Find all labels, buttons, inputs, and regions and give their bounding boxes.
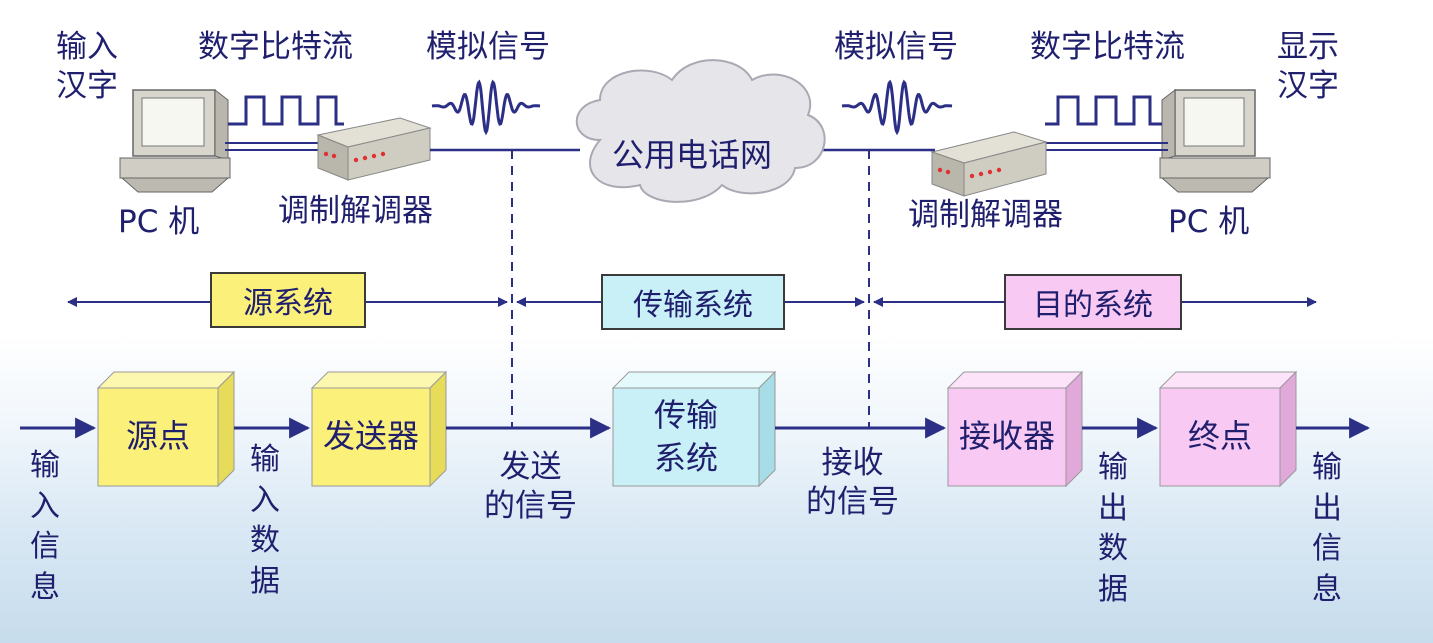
right-analog-signal-label: 模拟信号 <box>834 29 958 65</box>
left-pc-icon <box>119 88 231 193</box>
right-digital-wave <box>1045 95 1162 126</box>
transmitter-box-3d <box>310 370 448 488</box>
cloud-label: 公用电话网 <box>612 136 773 174</box>
output-data-label: 输出数据 <box>1098 450 1128 607</box>
end-point-label: 终点 <box>1187 417 1252 456</box>
right-modem-label: 调制解调器 <box>908 197 1063 233</box>
source-point-box-3d <box>96 370 236 488</box>
left-pc-label: PC 机 <box>118 204 200 240</box>
right-modem-icon <box>930 131 1048 197</box>
right-pc-icon <box>1159 88 1271 193</box>
input-hanzi-label: 输入 汉字 <box>56 29 118 104</box>
end-point-box-3d <box>1158 370 1298 488</box>
right-pc-cable <box>1045 142 1168 151</box>
right-digital-bitstream-label: 数字比特流 <box>1030 29 1185 65</box>
right-pc-label: PC 机 <box>1168 204 1250 240</box>
sent-signal-label: 发送 的信号 <box>484 449 577 524</box>
left-digital-bitstream-label: 数字比特流 <box>198 29 353 65</box>
transmission-system-box-3d <box>611 370 777 488</box>
transmitter-label: 发送器 <box>322 417 419 456</box>
transmission-system-tag: 传输系统 <box>601 274 785 330</box>
receiver-label: 接收器 <box>958 417 1055 456</box>
left-pc-cable <box>225 142 330 151</box>
display-hanzi-label: 显示 汉字 <box>1277 29 1339 104</box>
left-modem-icon <box>316 117 432 181</box>
left-analog-signal-label: 模拟信号 <box>426 29 550 65</box>
source-point-label: 源点 <box>125 417 190 456</box>
right-analog-wave <box>841 79 953 136</box>
receiver-box-3d <box>946 370 1084 488</box>
left-digital-wave <box>228 95 344 126</box>
public-telephone-network-cloud <box>575 59 826 203</box>
output-info-label: 输出信息 <box>1312 450 1342 607</box>
input-info-label: 输入信息 <box>30 448 60 605</box>
received-signal-label: 接收 的信号 <box>806 445 899 520</box>
transmission-system-label: 传输 系统 <box>653 395 718 477</box>
destination-system-tag: 目的系统 <box>1004 274 1182 330</box>
source-system-tag: 源系统 <box>210 272 366 328</box>
input-data-label: 输入数据 <box>250 442 280 599</box>
left-modem-label: 调制解调器 <box>278 193 433 229</box>
left-analog-wave <box>431 79 541 136</box>
